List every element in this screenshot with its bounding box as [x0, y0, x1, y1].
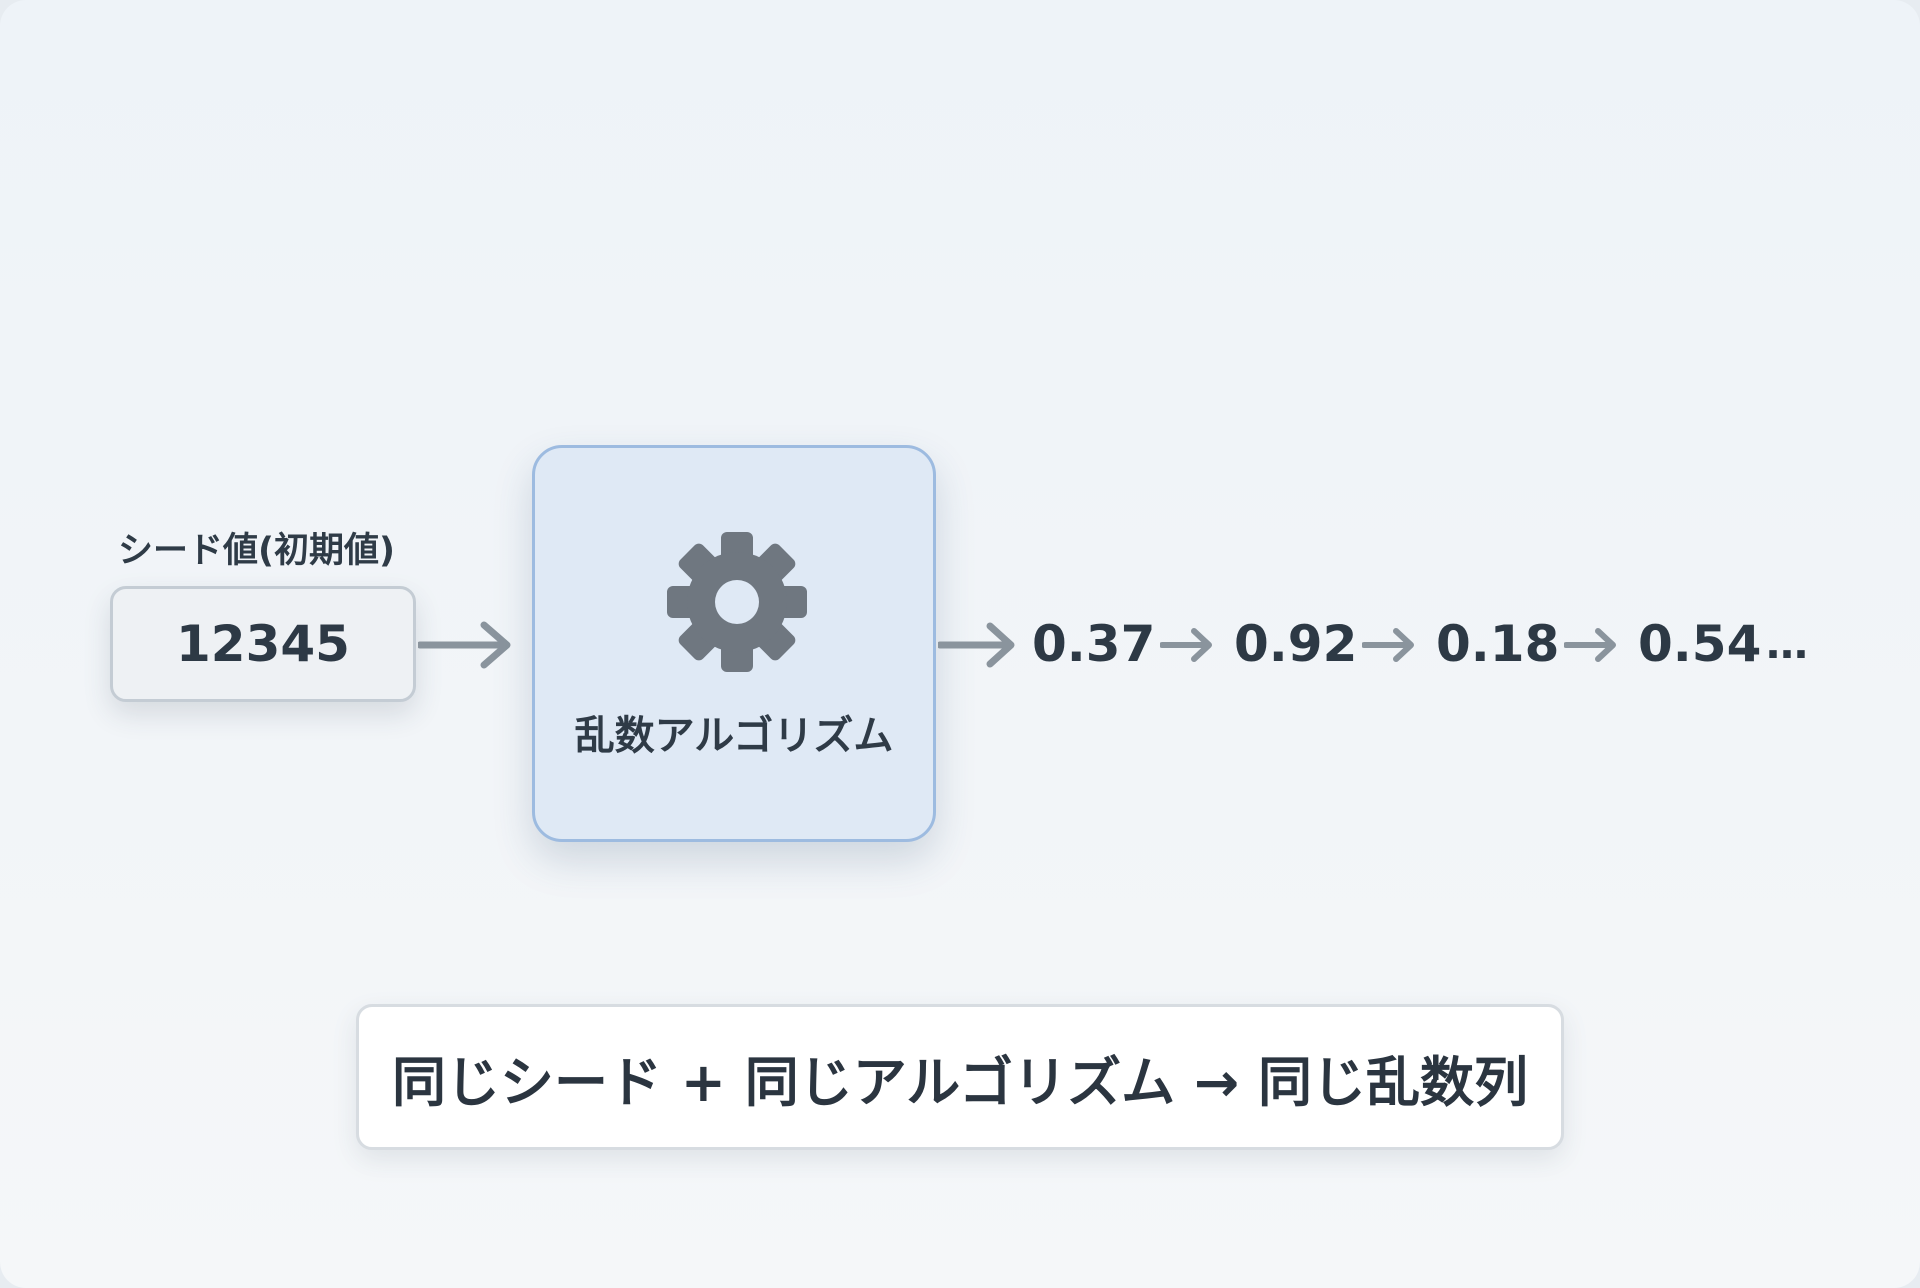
output-value: 0.92: [1234, 615, 1358, 673]
output-value: 0.18: [1436, 615, 1560, 673]
seed-value: 12345: [176, 615, 350, 673]
gear-icon: [667, 532, 807, 672]
seed-box: 12345: [110, 586, 416, 702]
sequence-arrow: [1160, 628, 1212, 662]
sequence-arrow: [1564, 628, 1616, 662]
sequence-arrow: [1362, 628, 1414, 662]
seed-label: シード値(初期値): [118, 531, 395, 571]
output-value: 0.37: [1032, 615, 1156, 673]
summary-box: 同じシード + 同じアルゴリズム → 同じ乱数列: [356, 1004, 1564, 1150]
continuation-ellipsis: …: [1766, 619, 1808, 668]
algorithm-box: 乱数アルゴリズム: [532, 445, 936, 842]
output-value: 0.54: [1638, 615, 1762, 673]
seed-to-algorithm-arrow: [418, 621, 511, 669]
algorithm-to-output-arrow: [938, 622, 1015, 668]
algorithm-label: 乱数アルゴリズム: [574, 713, 894, 759]
summary-text: 同じシード + 同じアルゴリズム → 同じ乱数列: [391, 1050, 1529, 1114]
